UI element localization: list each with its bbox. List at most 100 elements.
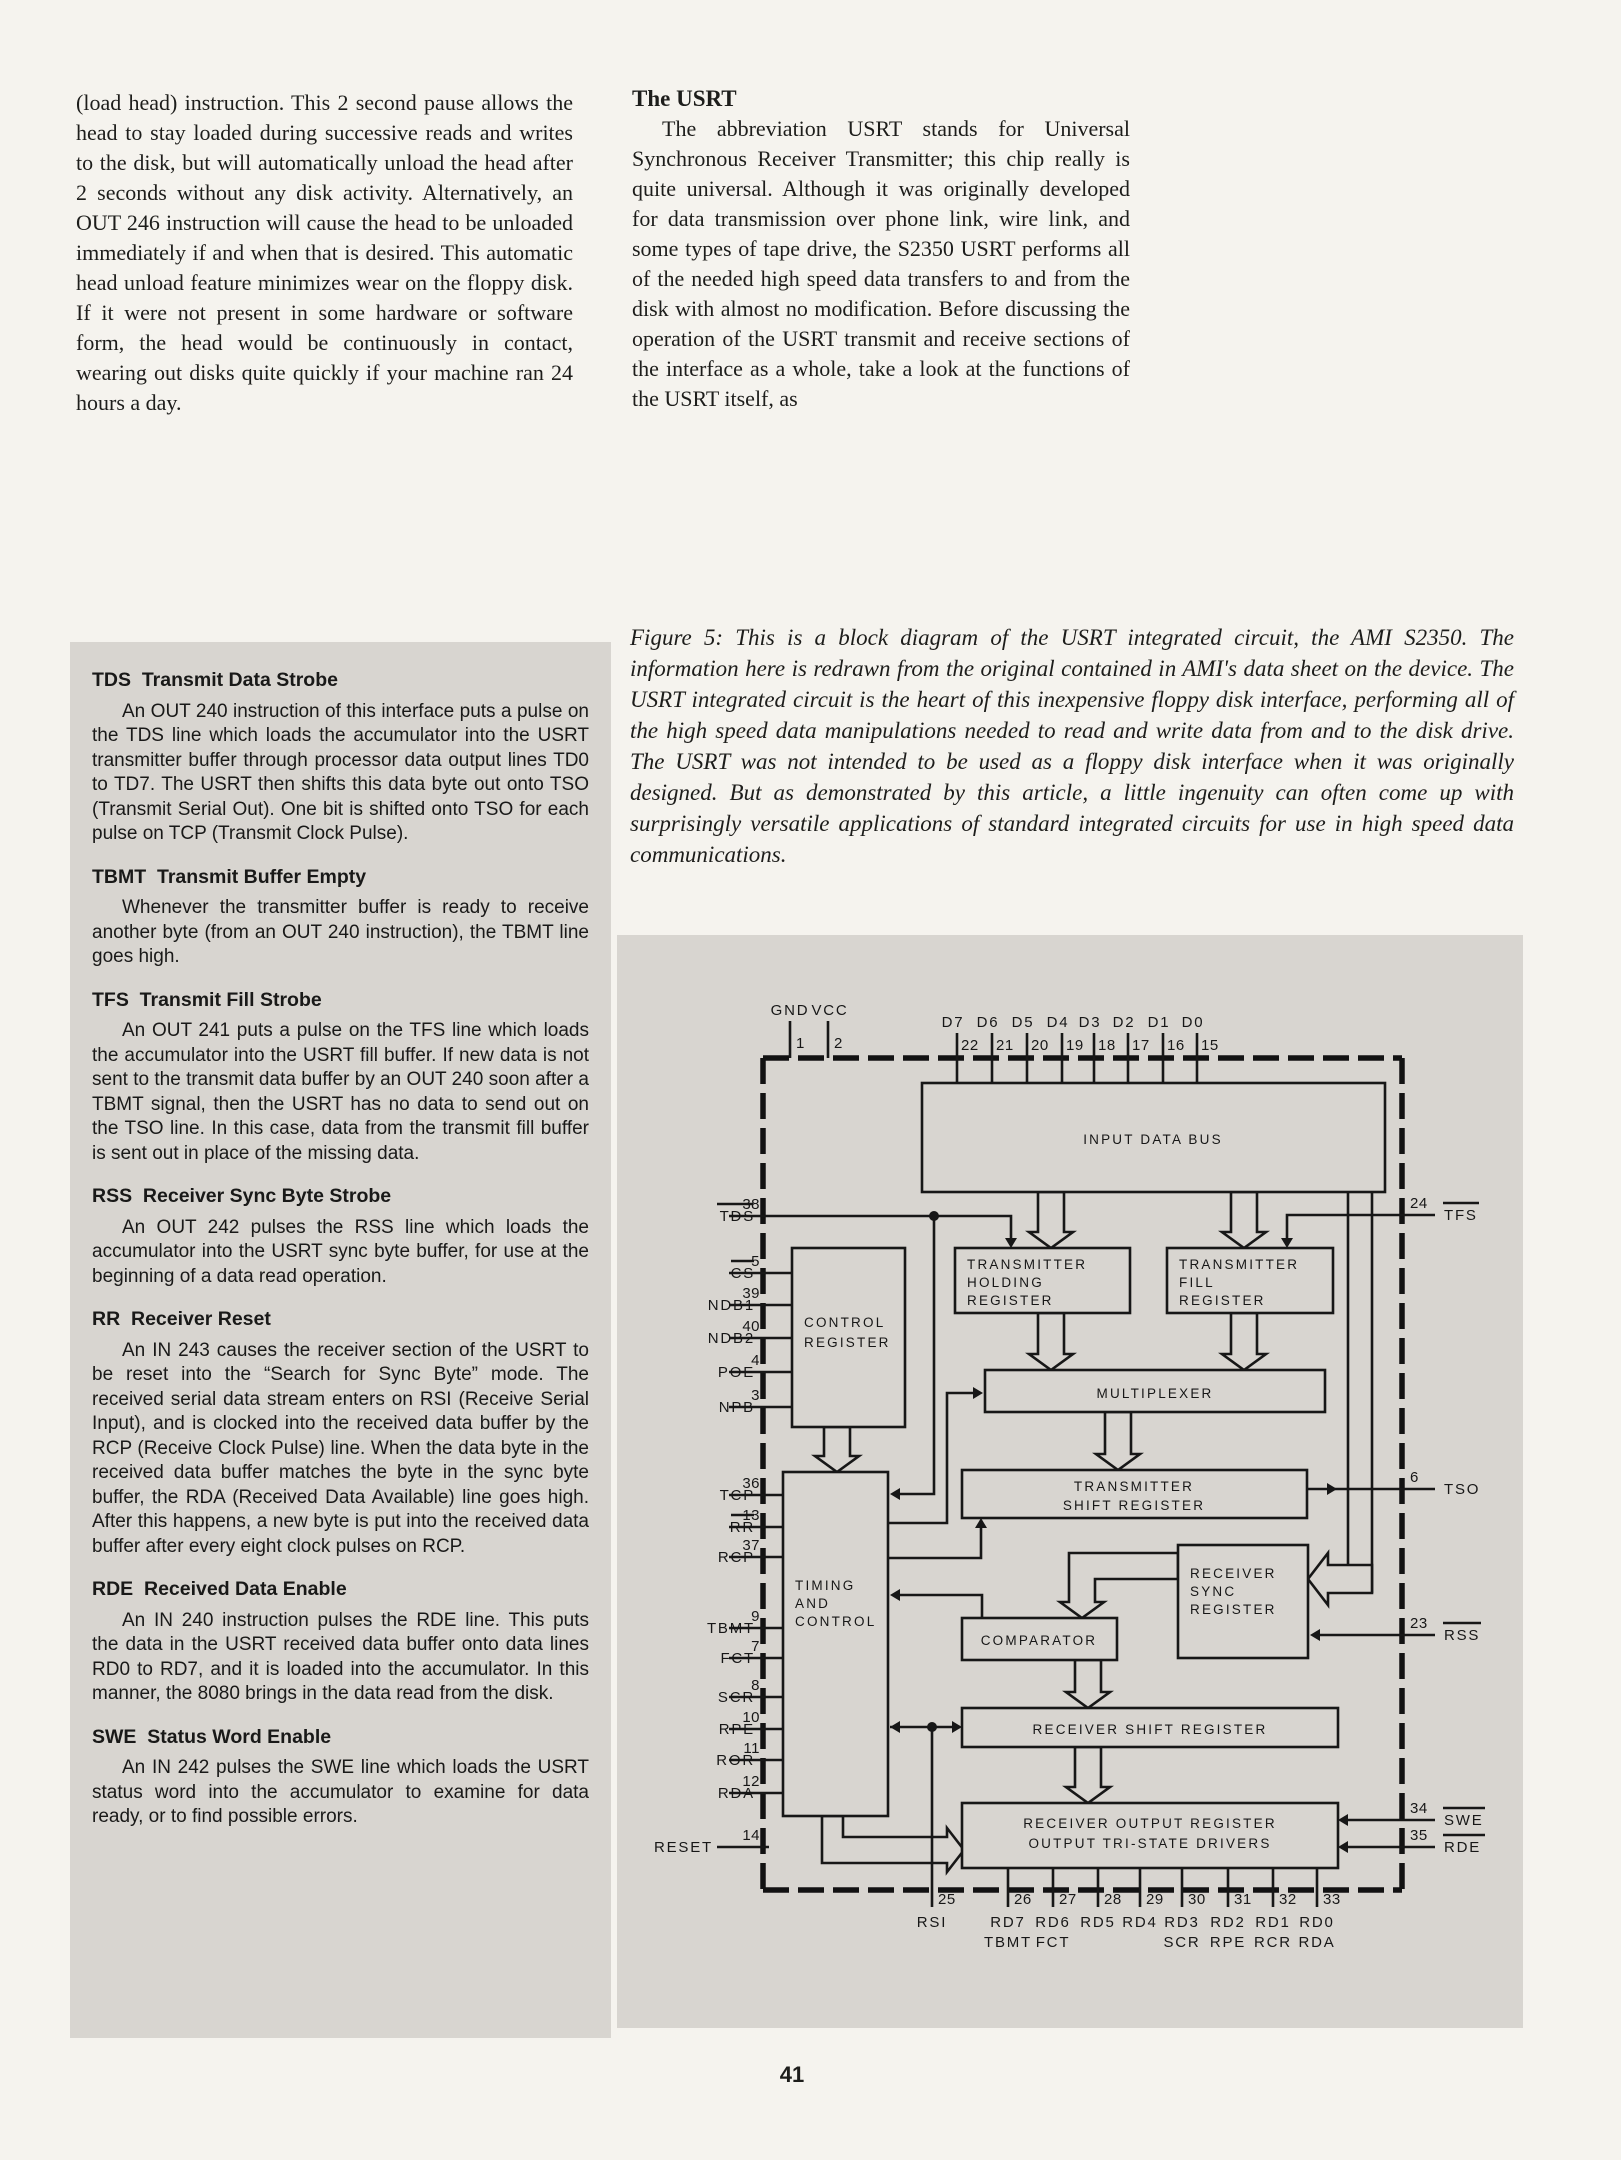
block-arrows [811, 1190, 1270, 1876]
signal-glossary-panel: TDS Transmit Data Strobe An OUT 240 inst… [70, 642, 611, 2038]
wire-comparator-to-timing [890, 1589, 984, 1618]
pin-number: 31 [1234, 1891, 1252, 1908]
pin-label-rda: RDA [718, 1785, 755, 1802]
pin-number: 4 [751, 1352, 760, 1369]
box-timing-and-control: TIMING AND CONTROL [781, 1470, 890, 1818]
pin-number: 23 [1410, 1615, 1428, 1632]
glossary-section-tbmt: TBMT Transmit Buffer Empty Whenever the … [92, 865, 589, 970]
pin-number: 7 [751, 1638, 760, 1655]
glossary-section-tds: TDS Transmit Data Strobe An OUT 240 inst… [92, 668, 589, 847]
figure-caption: Figure 5: This is a block diagram of the… [630, 625, 1514, 867]
svg-text:REGISTER: REGISTER [967, 1293, 1054, 1308]
glossary-heading: RR Receiver Reset [92, 1308, 271, 1330]
pin-number: 32 [1279, 1891, 1297, 1908]
pin-number: 33 [1323, 1891, 1341, 1908]
pin-label-vcc: VCC [811, 1002, 848, 1019]
svg-text:FILL: FILL [1179, 1275, 1215, 1290]
glossary-body: An OUT 242 pulses the RSS line which loa… [92, 1216, 589, 1287]
pin-label-tso: TSO [1444, 1481, 1480, 1498]
pin-number: 39 [742, 1285, 760, 1302]
wire-rde [1338, 1841, 1435, 1853]
svg-text:TRANSMITTER: TRANSMITTER [1074, 1479, 1194, 1494]
pin-label-npb: NPB [719, 1399, 755, 1416]
pin-number: 20 [1031, 1037, 1049, 1054]
svg-text:RECEIVER OUTPUT REGISTER: RECEIVER OUTPUT REGISTER [1023, 1816, 1277, 1831]
pin-label-rr: RR [730, 1519, 755, 1536]
pin-number: 36 [742, 1475, 760, 1492]
glossary-body: An OUT 240 instruction of this interface… [92, 700, 589, 845]
pin-number: 2 [834, 1035, 843, 1052]
pin-number: 18 [1098, 1037, 1116, 1054]
pin-number: 22 [961, 1037, 979, 1054]
glossary-section-rss: RSS Receiver Sync Byte Strobe An OUT 242… [92, 1184, 589, 1289]
box-multiplexer: MULTIPLEXER [983, 1368, 1327, 1414]
pin-number: 27 [1059, 1891, 1077, 1908]
pin-label-tds: TDS [720, 1208, 755, 1225]
box-receiver-output-register: RECEIVER OUTPUT REGISTER OUTPUT TRI-STAT… [960, 1801, 1340, 1870]
pin-number: 38 [742, 1196, 760, 1213]
wire-tso [1307, 1483, 1435, 1495]
box-receiver-sync-register: RECEIVER SYNC REGISTER [1176, 1543, 1310, 1660]
pin-label-tfs: TFS [1444, 1207, 1478, 1224]
pin-label-scr: SCR [718, 1689, 755, 1706]
pin-label-tcp: TCP [720, 1487, 755, 1504]
article-paragraph: The abbreviation USRT stands for Univers… [632, 116, 1130, 411]
pin-label-rsi: RSI [917, 1914, 947, 1931]
pin-number: 12 [742, 1773, 760, 1790]
pin-label-ndb1: NDB1 [708, 1297, 755, 1314]
pin-label-ror: ROR [716, 1752, 755, 1769]
junction-dot [929, 1211, 939, 1221]
pin-label-rda-alt: RDA [1298, 1934, 1335, 1951]
box-comparator: COMPARATOR [960, 1616, 1119, 1662]
pin-label-rpe: RPE [719, 1721, 755, 1738]
svg-text:RECEIVER SHIFT REGISTER: RECEIVER SHIFT REGISTER [1033, 1722, 1268, 1737]
pin-number: 10 [742, 1709, 760, 1726]
glossary-heading: RSS Receiver Sync Byte Strobe [92, 1185, 392, 1207]
top-pins: GND VCC 1 2 D7 D6 D5 D4 D3 D2 D1 D0 22 2… [771, 1002, 1218, 1083]
wire-rsi [890, 1721, 962, 1907]
pin-number: 14 [742, 1827, 760, 1844]
pin-label-d7: D7 [942, 1014, 965, 1031]
svg-text:OUTPUT TRI-STATE DRIVERS: OUTPUT TRI-STATE DRIVERS [1028, 1836, 1271, 1851]
pin-label-fct-alt: FCT [1036, 1934, 1071, 1951]
pin-number: 34 [1410, 1800, 1428, 1817]
pin-number: 35 [1410, 1827, 1428, 1844]
svg-text:REGISTER: REGISTER [1179, 1293, 1266, 1308]
pin-label-rpe-alt: RPE [1210, 1934, 1246, 1951]
glossary-section-tfs: TFS Transmit Fill Strobe An OUT 241 puts… [92, 988, 589, 1167]
right-pins: 24 TFS 6 TSO 23 RSS 34 SWE 35 RDE [1410, 1195, 1485, 1856]
glossary-heading: TDS Transmit Data Strobe [92, 669, 338, 691]
svg-text:INPUT DATA BUS: INPUT DATA BUS [1083, 1132, 1223, 1147]
svg-text:TRANSMITTER: TRANSMITTER [967, 1257, 1087, 1272]
glossary-section-rde: RDE Received Data Enable An IN 240 instr… [92, 1577, 589, 1707]
pin-label-d5: D5 [1012, 1014, 1035, 1031]
pin-number: 17 [1132, 1037, 1150, 1054]
pin-label-d4: D4 [1047, 1014, 1070, 1031]
glossary-section-rr: RR Receiver Reset An IN 243 causes the r… [92, 1307, 589, 1559]
page-number: 41 [779, 2062, 805, 2087]
pin-label-d3: D3 [1079, 1014, 1102, 1031]
pin-label-rd6: RD6 [1035, 1914, 1070, 1931]
svg-text:REGISTER: REGISTER [804, 1335, 891, 1350]
pin-number: 30 [1188, 1891, 1206, 1908]
pin-number: 19 [1066, 1037, 1084, 1054]
svg-text:SHIFT REGISTER: SHIFT REGISTER [1063, 1498, 1205, 1513]
svg-text:HOLDING: HOLDING [967, 1275, 1044, 1290]
svg-text:SYNC: SYNC [1190, 1584, 1236, 1599]
pin-number: 26 [1014, 1891, 1032, 1908]
bottom-pins: 25 26 27 28 29 30 31 32 33 RSI RD7 RD6 R… [917, 1868, 1341, 1951]
pin-number: 21 [996, 1037, 1014, 1054]
glossary-body: An OUT 241 puts a pulse on the TFS line … [92, 1020, 589, 1164]
pin-number: 9 [751, 1608, 760, 1625]
pin-label-rcp: RCP [718, 1549, 755, 1566]
pin-number: 28 [1104, 1891, 1122, 1908]
svg-text:AND: AND [795, 1596, 830, 1611]
article-paragraph: (load head) instruction. This 2 second p… [76, 90, 573, 415]
pin-label-gnd: GND [771, 1002, 810, 1019]
article-column-2: The USRT The abbreviation USRT stands fo… [632, 84, 1130, 414]
box-transmitter-fill-register: TRANSMITTER FILL REGISTER [1165, 1246, 1335, 1315]
pin-number: 8 [751, 1677, 760, 1694]
pin-number: 1 [796, 1035, 805, 1052]
glossary-heading: SWE Status Word Enable [92, 1725, 332, 1748]
pin-label-rd0: RD0 [1299, 1914, 1334, 1931]
